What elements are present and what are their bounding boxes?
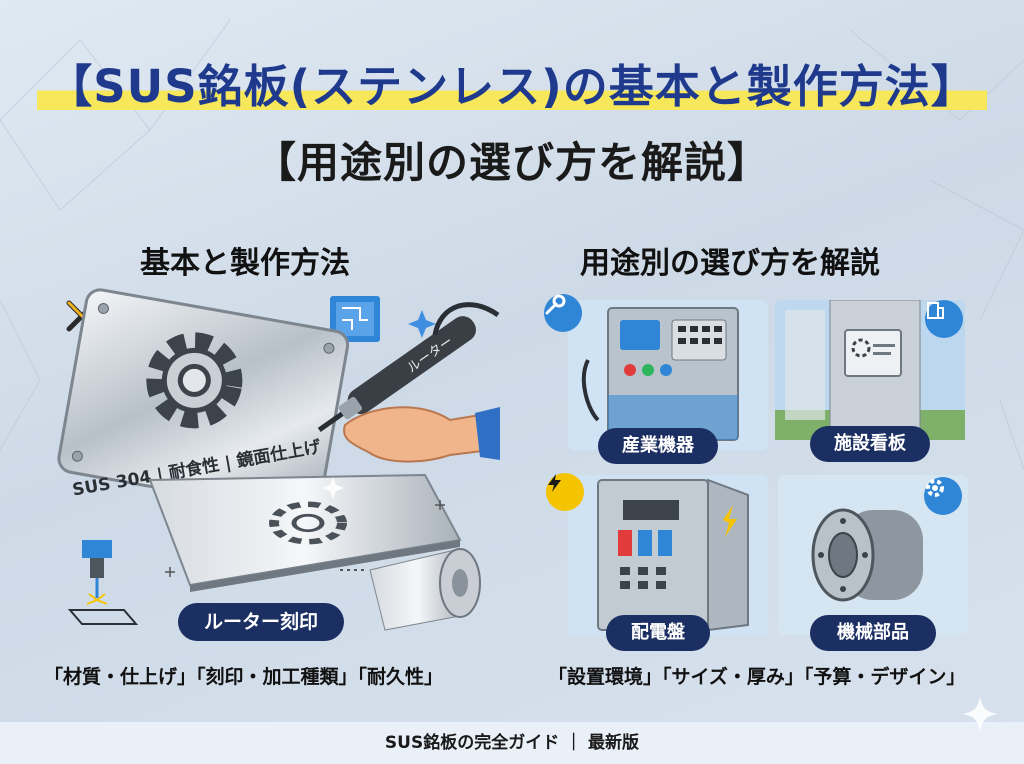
- right-caption: 「設置環境」「サイズ・厚み」「予算・デザイン」: [548, 666, 966, 688]
- plate-gear-icon: [146, 332, 243, 429]
- engraving-plate: [148, 473, 462, 592]
- facility-sign-illustration: [775, 300, 965, 441]
- footer-bar: SUS銘板の完全ガイド ｜ 最新版: [0, 722, 1024, 764]
- machine-part-illustration: [778, 475, 968, 635]
- card-facility-sign: 施設看板: [775, 300, 965, 462]
- nameplate-illustration: SUS 304 | 耐食性 | 鏡面仕上げ ルーター: [57, 288, 500, 631]
- card-label-machine-parts: 機械部品: [810, 615, 936, 651]
- card-label-facility: 施設看板: [810, 426, 930, 462]
- main-plate: [57, 288, 350, 516]
- card-label-switchboard: 配電盤: [606, 615, 710, 651]
- footer-text: SUS銘板の完全ガイド ｜ 最新版: [384, 733, 640, 753]
- sparkle-icon: [962, 696, 998, 732]
- steel-roll: [369, 548, 481, 631]
- industrial-machine-illustration: [568, 300, 768, 450]
- sub-title: 【用途別の選び方を解説】: [253, 138, 770, 187]
- laser-icon: [67, 540, 139, 625]
- lightning-icon: [546, 473, 584, 511]
- sparkle-icon: [408, 310, 436, 338]
- building-icon: [925, 300, 963, 338]
- gear-icon: [924, 477, 962, 515]
- hand: [343, 406, 500, 463]
- card-label-industrial: 産業機器: [598, 428, 718, 464]
- main-title: 【SUS銘板(ステンレス)の基本と製作方法】: [37, 50, 987, 115]
- card-switchboard: 配電盤: [546, 473, 768, 651]
- left-section-heading: 基本と製作方法: [140, 246, 350, 281]
- router-cord: [432, 302, 500, 336]
- right-section-heading: 用途別の選び方を解説: [580, 246, 880, 281]
- switchboard-illustration: [568, 475, 768, 635]
- card-industrial-equipment: 産業機器: [544, 294, 768, 464]
- blueprint-icon: [330, 296, 380, 342]
- card-machine-parts: 機械部品: [778, 475, 968, 651]
- router-engraving-badge: ルーター刻印: [178, 603, 344, 641]
- left-caption: 「材質・仕上げ」「刻印・加工種類」「耐久性」: [44, 666, 444, 688]
- title-block: 【SUS銘板(ステンレス)の基本と製作方法】 【用途別の選び方を解説】: [0, 50, 1024, 190]
- wrench-icon: [544, 294, 582, 332]
